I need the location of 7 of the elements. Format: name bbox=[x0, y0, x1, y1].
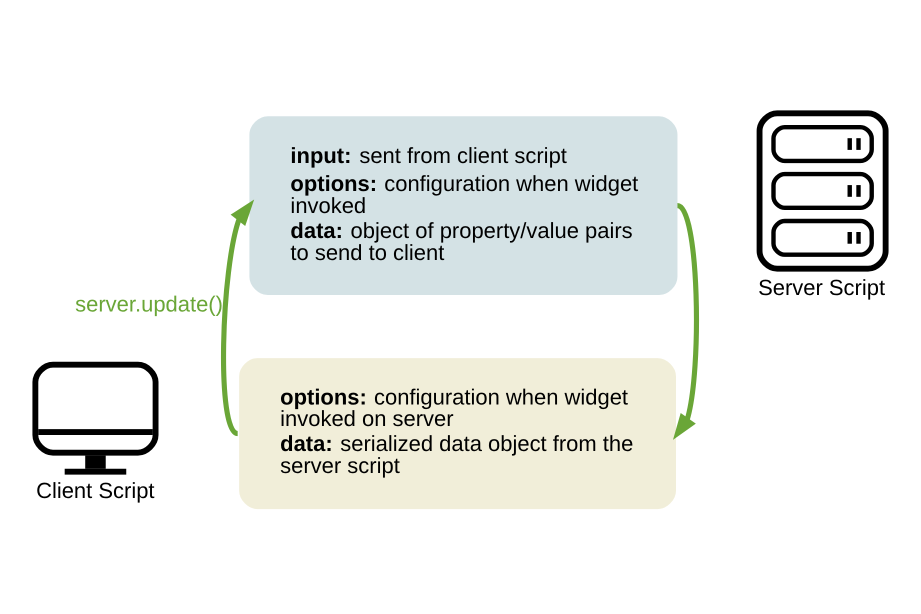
arrow bbox=[672, 202, 700, 440]
node-box: input: sent from client script options: configuration when widget invoked data: object of property/value pairs to send to client bbox=[249, 116, 678, 295]
arrow bbox=[221, 199, 254, 436]
node-box: options: configuration when widget invoked on server data: serialized data object from the server script bbox=[239, 358, 676, 509]
label: Client Script bbox=[36, 478, 155, 503]
edge-label: server.update() bbox=[75, 290, 223, 316]
label: Server Script bbox=[758, 274, 886, 300]
